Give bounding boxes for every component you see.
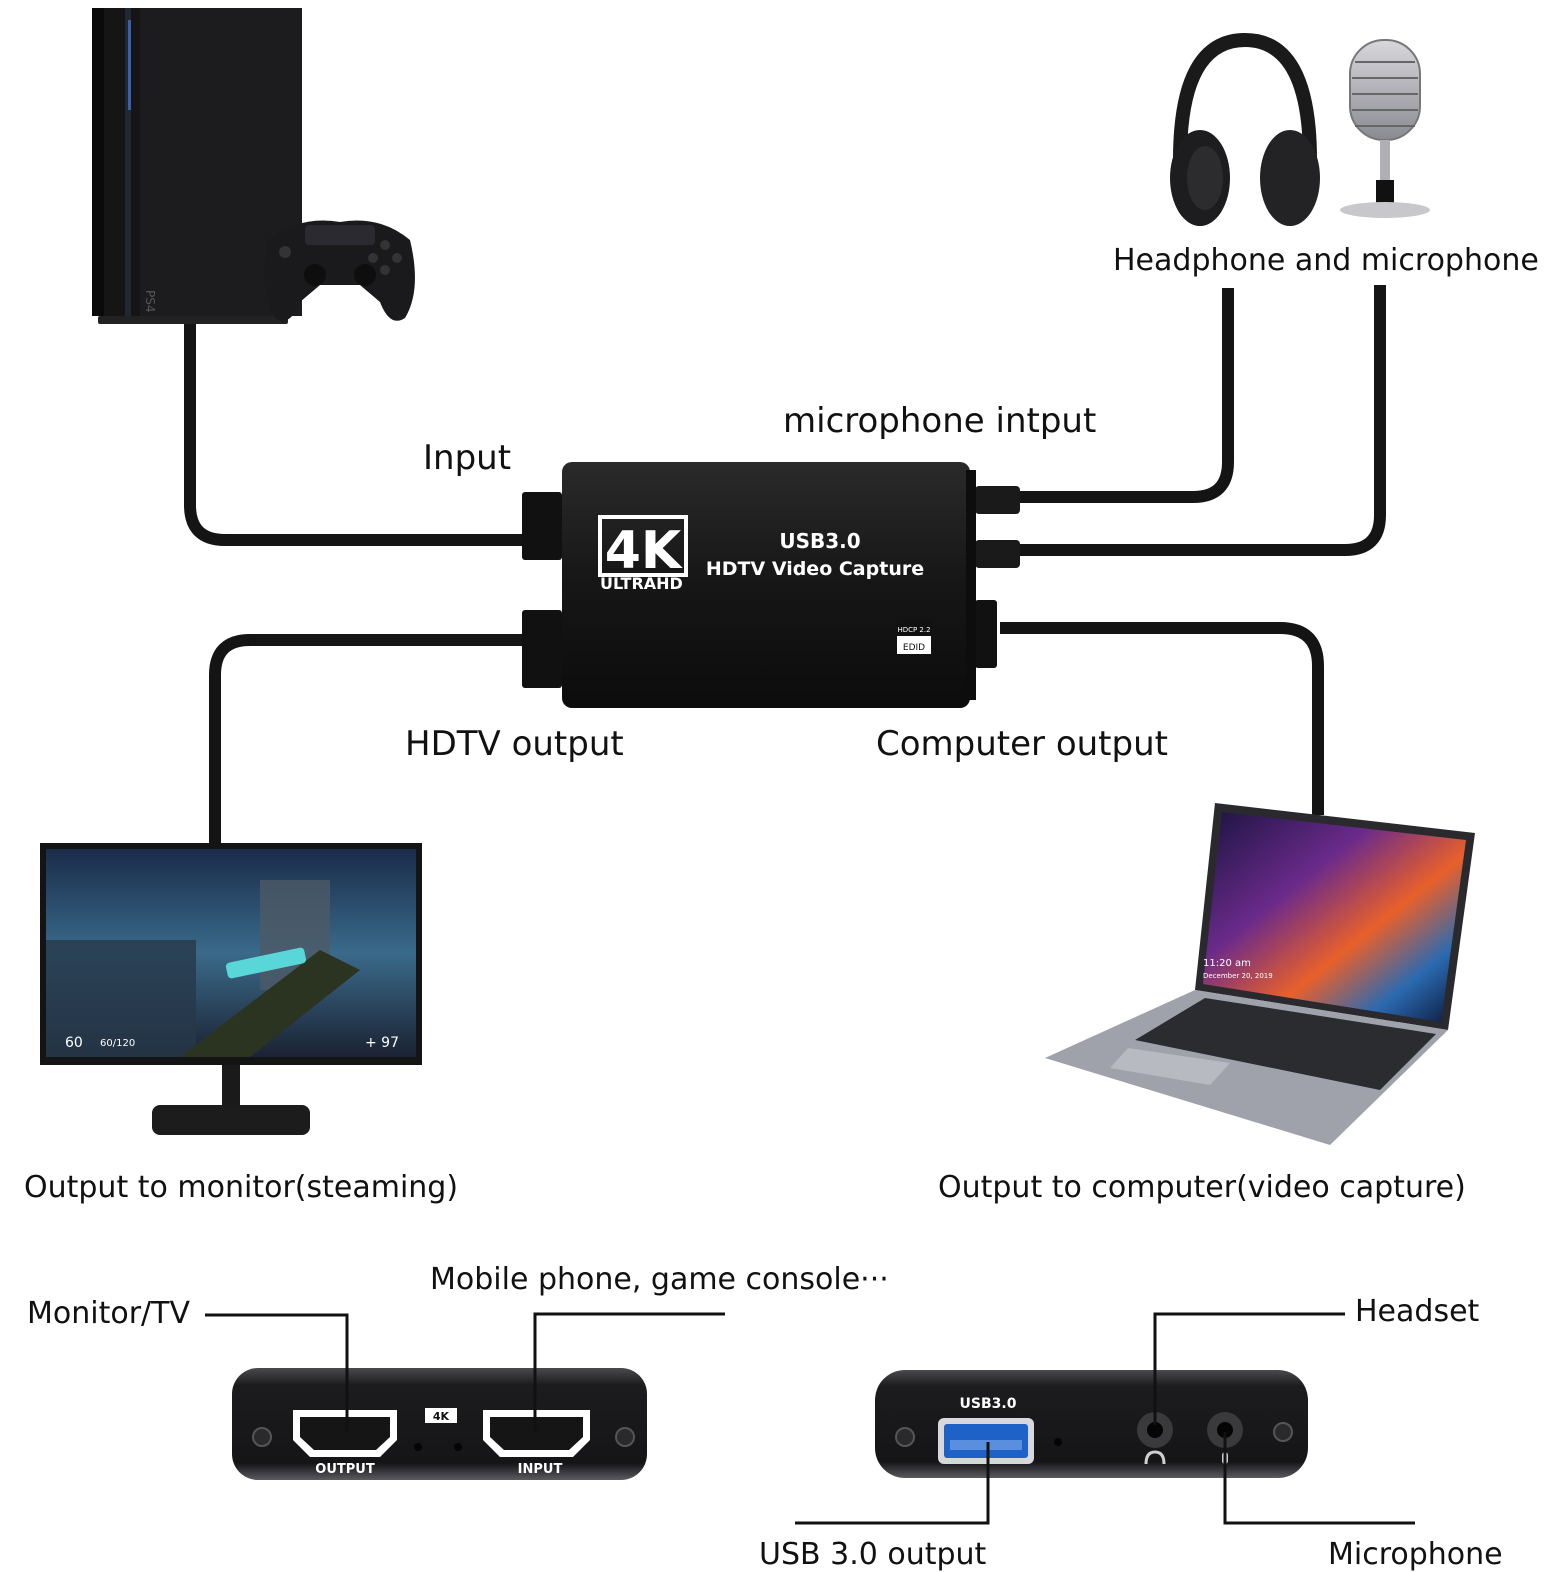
svg-text:ULTRAHD: ULTRAHD xyxy=(600,574,683,593)
laptop: 11:20 am December 20, 2019 xyxy=(1045,803,1475,1145)
svg-text:OUTPUT: OUTPUT xyxy=(315,1462,375,1477)
capture-device: 4K ULTRAHD USB3.0 HDTV Video Capture HDC… xyxy=(522,462,1020,708)
microphone xyxy=(1340,39,1430,218)
cables xyxy=(184,285,1386,843)
hdmi-output-port: OUTPUT xyxy=(293,1410,397,1477)
laptop-time: 11:20 am xyxy=(1203,958,1251,969)
headset-jack xyxy=(1137,1412,1173,1465)
label-microphone: Microphone xyxy=(1328,1537,1503,1572)
label-hdtv-output: HDTV output xyxy=(405,724,624,764)
label-output-to-monitor: Output to monitor(steaming) xyxy=(24,1170,459,1205)
microphone-jack xyxy=(1207,1412,1243,1464)
headphones xyxy=(1170,32,1320,226)
usb-port xyxy=(938,1418,1034,1464)
input-cable xyxy=(184,318,525,546)
callout-lines xyxy=(205,1312,1415,1525)
leader-microphone xyxy=(1223,1432,1415,1525)
ps4-logo: PS4 xyxy=(143,290,157,313)
hdtv-output-cable xyxy=(209,634,525,843)
hud-ammo: 60/120 xyxy=(100,1038,135,1049)
label-computer-output: Computer output xyxy=(876,724,1168,764)
svg-text:INPUT: INPUT xyxy=(518,1462,563,1477)
hdmi-input-port: INPUT xyxy=(483,1410,590,1477)
label-input: Input xyxy=(423,438,512,478)
label-microphone-input: microphone intput xyxy=(783,401,1097,441)
monitor: 60 60/120 + 97 xyxy=(40,843,422,1135)
label-usb-3-output: USB 3.0 output xyxy=(759,1537,987,1572)
side-view-usb-audio-ports: USB3.0 xyxy=(875,1370,1308,1478)
label-headphone-and-microphone: Headphone and microphone xyxy=(1113,243,1539,278)
svg-text:HDCP 2.2: HDCP 2.2 xyxy=(897,626,930,634)
label-headset: Headset xyxy=(1355,1294,1480,1329)
label-monitor-tv: Monitor/TV xyxy=(27,1296,190,1331)
device-usb-label: USB3.0 xyxy=(779,529,860,553)
computer-output-cable xyxy=(1000,622,1324,815)
device-product-name: HDTV Video Capture xyxy=(706,558,924,580)
side-view-hdmi-ports: OUTPUT INPUT 4K xyxy=(232,1368,647,1480)
leader-headset xyxy=(1153,1312,1345,1425)
laptop-date: December 20, 2019 xyxy=(1203,972,1273,980)
leader-usb xyxy=(795,1442,990,1525)
leader-mobile xyxy=(533,1312,725,1432)
hud-armor: + 97 xyxy=(365,1035,399,1051)
hdcp-badge: HDCP 2.2 EDID xyxy=(897,620,931,654)
side-badge-4k: 4K xyxy=(433,1410,450,1423)
svg-text:EDID: EDID xyxy=(903,643,925,653)
leader-monitor-tv xyxy=(205,1313,349,1432)
game-controller xyxy=(264,220,415,321)
side-usb-label: USB3.0 xyxy=(960,1396,1017,1412)
svg-text:4K: 4K xyxy=(605,521,683,581)
hud-health: 60 xyxy=(65,1035,83,1051)
microphone-cable xyxy=(1020,285,1386,556)
headphone-cable xyxy=(1020,288,1234,503)
label-output-to-computer: Output to computer(video capture) xyxy=(938,1170,1466,1205)
logo-4k: 4K ULTRAHD xyxy=(598,515,688,593)
label-mobile-phone-game-console: Mobile phone, game console··· xyxy=(430,1262,889,1297)
